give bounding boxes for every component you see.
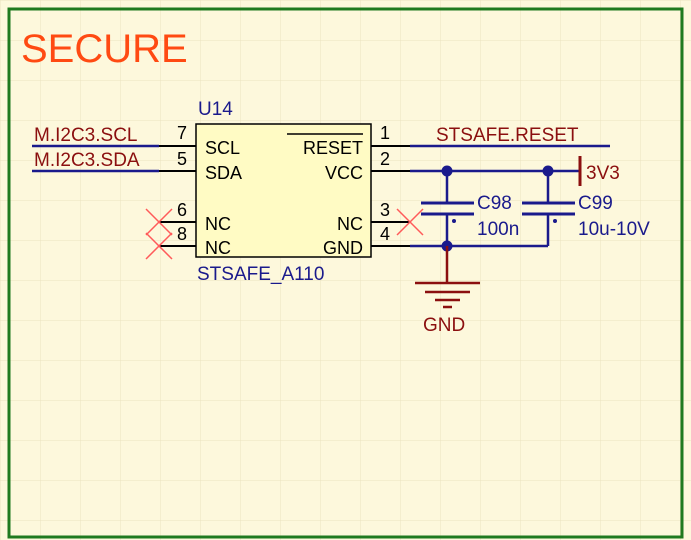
sheet-title: SECURE bbox=[21, 27, 188, 71]
c99-value: 10u-10V bbox=[578, 219, 650, 240]
c99-polarity-dot bbox=[553, 219, 557, 223]
u14-pin-8-name: NC bbox=[205, 238, 231, 258]
u14-pin-1-name: RESET bbox=[303, 138, 363, 158]
net-label-reset[interactable]: STSAFE.RESET bbox=[436, 125, 579, 146]
u14-pin-6-name: NC bbox=[205, 214, 231, 234]
no-connect-pin-8 bbox=[145, 232, 173, 260]
junction-vcc-c99 bbox=[542, 165, 554, 177]
sheet-border bbox=[7, 7, 684, 539]
u14-body[interactable] bbox=[195, 123, 372, 258]
power-3v3-label: 3V3 bbox=[586, 163, 620, 184]
u14-pin-5-number: 5 bbox=[177, 149, 187, 169]
power-gnd-label: GND bbox=[423, 315, 465, 336]
c98-value: 100n bbox=[477, 219, 519, 240]
u14-pin-3-number: 3 bbox=[380, 200, 390, 220]
no-connect-pin-3 bbox=[396, 208, 424, 236]
u14-part-value: STSAFE_A110 bbox=[197, 264, 324, 285]
u14-pin-2-number: 2 bbox=[380, 149, 390, 169]
u14-pin-7-number: 7 bbox=[177, 123, 187, 143]
u14-designator: U14 bbox=[198, 99, 233, 120]
u14-pin-8-number: 8 bbox=[177, 224, 187, 244]
u14-pin-6-number: 6 bbox=[177, 200, 187, 220]
u14-pin-4-number: 4 bbox=[380, 224, 390, 244]
ground-icon[interactable] bbox=[415, 281, 480, 309]
u14-pin-1-number: 1 bbox=[380, 123, 390, 143]
c99-designator: C99 bbox=[578, 193, 613, 214]
junction-vcc-c98 bbox=[441, 165, 453, 177]
net-label-scl[interactable]: M.I2C3.SCL bbox=[34, 125, 137, 146]
c98-polarity-dot bbox=[452, 219, 456, 223]
no-connect-pin-6 bbox=[145, 208, 173, 236]
u14-pin-3-name: NC bbox=[337, 214, 363, 234]
net-label-sda[interactable]: M.I2C3.SDA bbox=[34, 150, 140, 171]
u14-pin-2-name: VCC bbox=[325, 163, 363, 183]
c98-designator: C98 bbox=[477, 193, 512, 214]
u14-pin-7-name: SCL bbox=[205, 138, 240, 158]
u14-pin-4-name: GND bbox=[323, 238, 363, 258]
u14-pin-5-name: SDA bbox=[205, 163, 242, 183]
